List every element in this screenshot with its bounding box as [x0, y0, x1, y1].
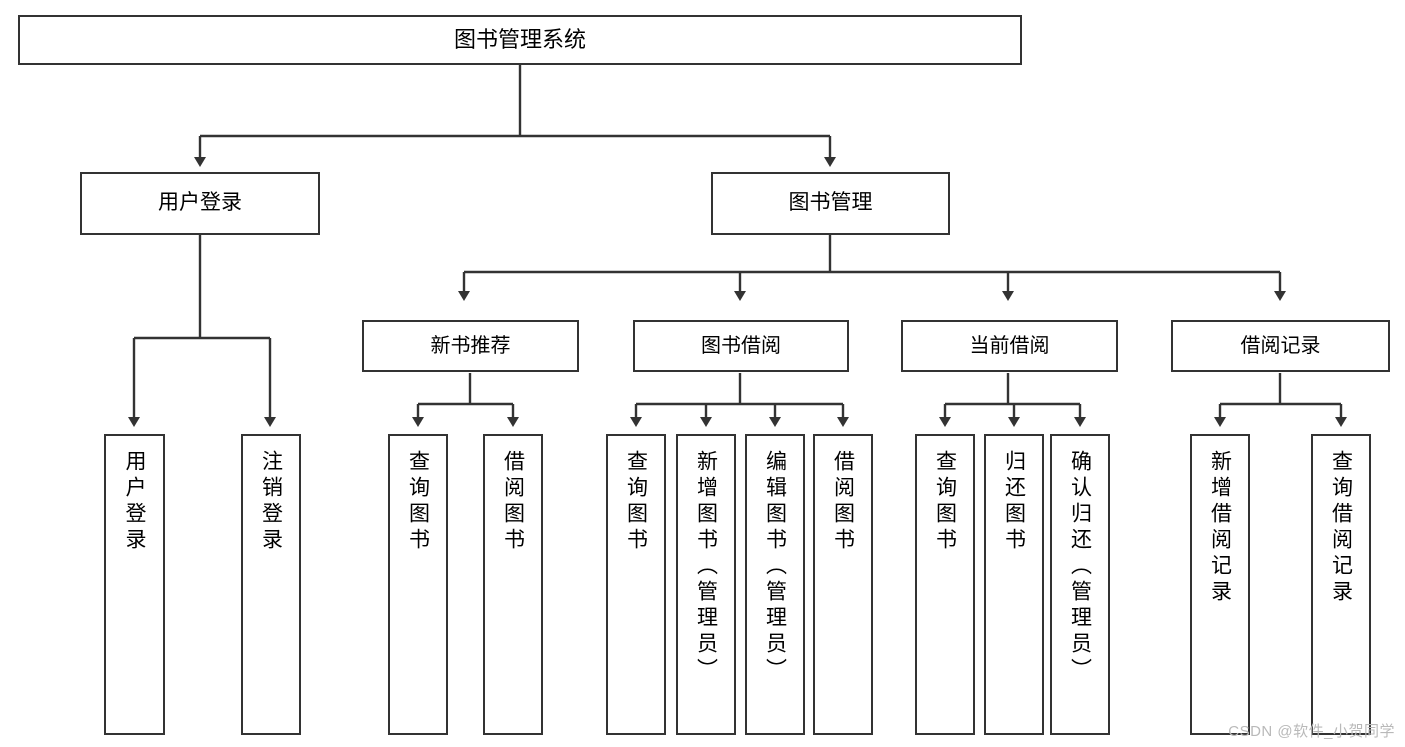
node-label: 归还图书: [1002, 450, 1026, 554]
leaf-add-book-admin[interactable]: 新增图书（管理员）: [676, 434, 736, 735]
node-label: 图书借阅: [701, 334, 781, 357]
node-label: 查询借阅记录: [1329, 450, 1353, 606]
leaf-borrow-book[interactable]: 借阅图书: [813, 434, 873, 735]
leaf-add-borrow-record[interactable]: 新增借阅记录: [1190, 434, 1250, 735]
leaf-borrow-book-newbook[interactable]: 借阅图书: [483, 434, 543, 735]
node-label: 图书管理: [788, 191, 873, 215]
node-label: 新书推荐: [430, 334, 511, 357]
node-borrow-record[interactable]: 借阅记录: [1171, 320, 1390, 372]
leaf-confirm-return-admin[interactable]: 确认归还（管理员）: [1050, 434, 1110, 735]
node-label: 注销登录: [259, 450, 283, 554]
node-label: 查询图书: [933, 450, 957, 554]
node-label: 当前借阅: [969, 334, 1050, 357]
watermark: CSDN @软件_小贺同学: [1228, 723, 1395, 740]
leaf-edit-book-admin[interactable]: 编辑图书（管理员）: [745, 434, 805, 735]
node-label: 借阅图书: [831, 450, 855, 554]
node-label: 图书管理系统: [453, 27, 586, 53]
node-current-borrow[interactable]: 当前借阅: [901, 320, 1118, 372]
leaf-query-book-borrow[interactable]: 查询图书: [606, 434, 666, 735]
leaf-query-borrow-record[interactable]: 查询借阅记录: [1311, 434, 1371, 735]
leaf-return-book[interactable]: 归还图书: [984, 434, 1044, 735]
node-new-book-recommend[interactable]: 新书推荐: [362, 320, 579, 372]
leaf-logout[interactable]: 注销登录: [241, 434, 301, 735]
node-label: 用户登录: [158, 191, 242, 215]
node-label: 新增图书（管理员）: [694, 450, 718, 684]
node-label: 查询图书: [624, 450, 648, 554]
leaf-query-book-newbook[interactable]: 查询图书: [388, 434, 448, 735]
node-user-login[interactable]: 用户登录: [80, 172, 320, 235]
leaf-user-login[interactable]: 用户登录: [104, 434, 165, 735]
node-book-management[interactable]: 图书管理: [711, 172, 950, 235]
node-label: 编辑图书（管理员）: [763, 450, 787, 684]
node-root-system[interactable]: 图书管理系统: [18, 15, 1022, 65]
node-label: 借阅图书: [501, 450, 525, 554]
node-label: 借阅记录: [1240, 334, 1321, 357]
leaf-query-book-current[interactable]: 查询图书: [915, 434, 975, 735]
node-label: 用户登录: [123, 450, 146, 554]
node-label: 确认归还（管理员）: [1068, 450, 1092, 684]
node-label: 查询图书: [406, 450, 430, 554]
node-book-borrow[interactable]: 图书借阅: [633, 320, 849, 372]
node-label: 新增借阅记录: [1208, 450, 1232, 606]
